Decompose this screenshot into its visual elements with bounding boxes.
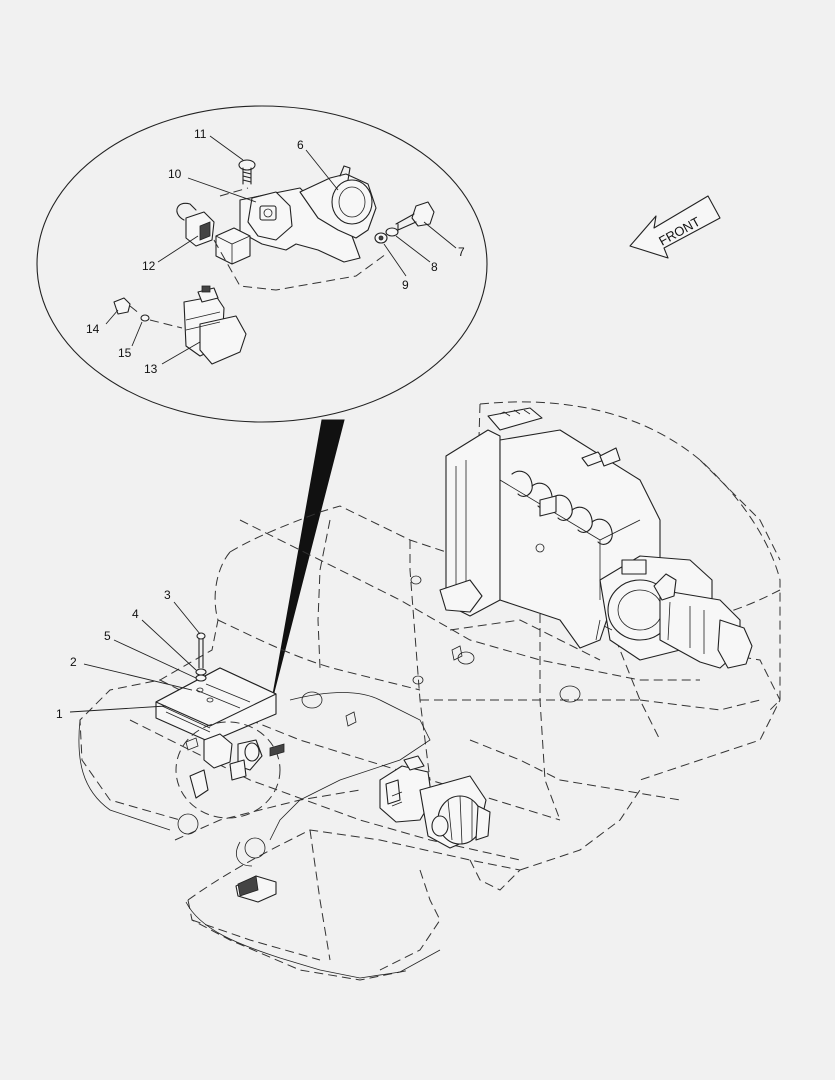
machine-frame-outline — [78, 401, 781, 981]
callout-leaders — [69, 135, 457, 713]
callout-1: 1 — [56, 707, 63, 721]
swing-motor-assembly — [379, 755, 491, 849]
tank-fitting — [235, 875, 277, 903]
callout-4: 4 — [132, 607, 139, 621]
battery-box-assembly — [155, 632, 285, 819]
callout-8: 8 — [431, 260, 438, 274]
callout-7: 7 — [458, 245, 465, 259]
callout-13: 13 — [144, 362, 158, 376]
callout-labels: 11 10 6 7 8 9 12 14 15 13 3 4 5 2 1 — [56, 127, 465, 721]
engine-assembly — [439, 407, 753, 669]
callout-5: 5 — [104, 629, 111, 643]
callout-15: 15 — [118, 346, 132, 360]
detail-pointer — [271, 419, 345, 701]
detail-bubble — [36, 105, 488, 701]
callout-6: 6 — [297, 138, 304, 152]
callout-9: 9 — [402, 278, 409, 292]
callout-14: 14 — [86, 322, 100, 336]
callout-11: 11 — [194, 127, 207, 141]
callout-10: 10 — [168, 167, 182, 181]
callout-3: 3 — [164, 588, 171, 602]
detail-relay-bracket-assembly — [113, 159, 435, 365]
callout-12: 12 — [142, 259, 156, 273]
front-arrow: FRONT — [629, 195, 721, 259]
callout-2: 2 — [70, 655, 77, 669]
